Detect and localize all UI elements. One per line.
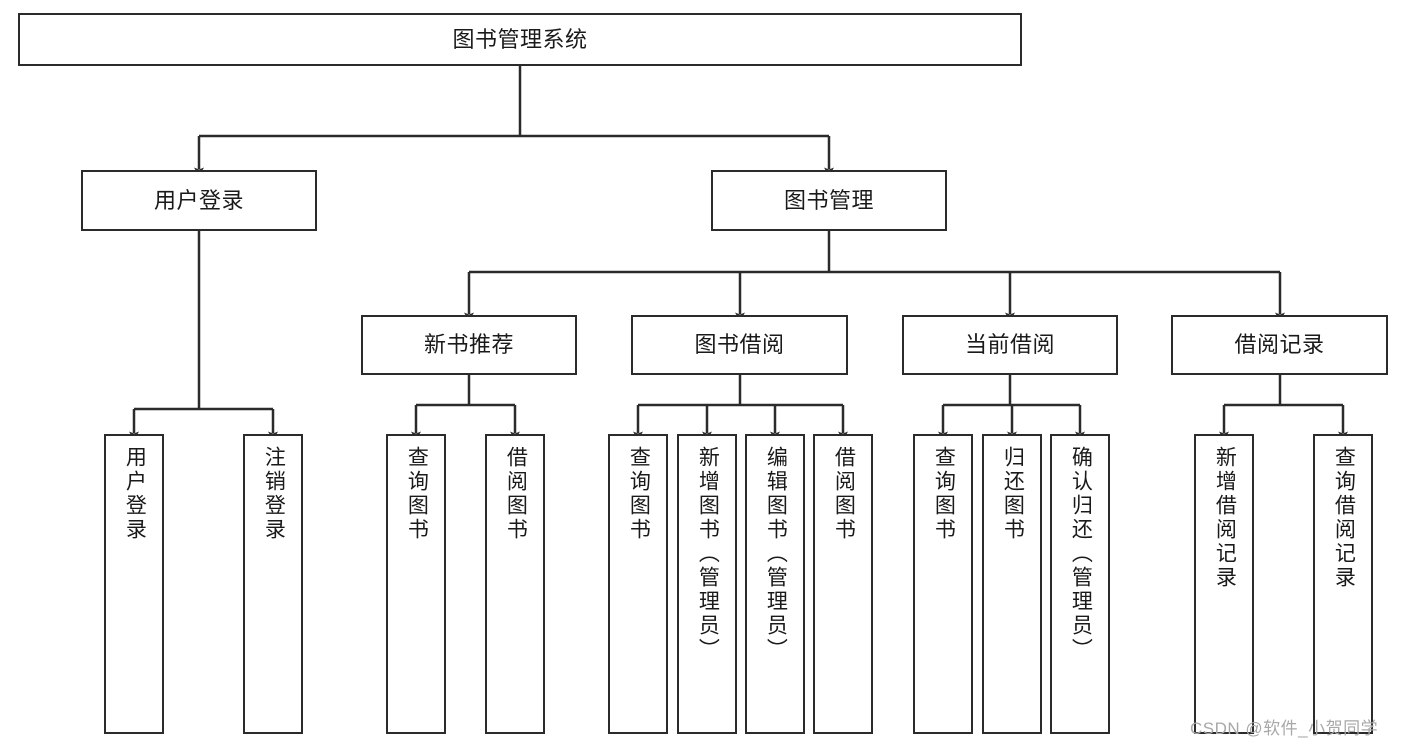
node-box-leaf-borrow-1[interactable]: 查询图书 <box>608 434 668 734</box>
node-label-leaf-borrow-4: 借阅图书 <box>832 446 856 542</box>
node-box-leaf-borrow-2[interactable]: 新增图书（管理员） <box>677 434 737 734</box>
node-label-leaf-new-1: 查询图书 <box>405 446 429 542</box>
edge-group <box>129 66 1348 441</box>
node-box-l2b[interactable]: 图书借阅 <box>631 315 848 375</box>
node-box-leaf-login-2[interactable]: 注销登录 <box>243 434 303 734</box>
node-label-l2c: 当前借阅 <box>964 332 1055 358</box>
node-label-leaf-borrow-3: 编辑图书（管理员） <box>764 446 788 662</box>
node-label-leaf-record-1: 新增借阅记录 <box>1213 446 1237 590</box>
node-box-leaf-borrow-3[interactable]: 编辑图书（管理员） <box>745 434 805 734</box>
node-box-leaf-current-2[interactable]: 归还图书 <box>982 434 1042 734</box>
node-box-leaf-record-2[interactable]: 查询借阅记录 <box>1313 434 1373 734</box>
node-label-l1b: 图书管理 <box>783 187 874 213</box>
node-box-leaf-record-1[interactable]: 新增借阅记录 <box>1194 434 1254 734</box>
node-label-leaf-new-2: 借阅图书 <box>504 446 528 542</box>
node-box-leaf-current-3[interactable]: 确认归还（管理员） <box>1050 434 1110 734</box>
node-box-leaf-new-1[interactable]: 查询图书 <box>386 434 446 734</box>
node-box-l2d[interactable]: 借阅记录 <box>1171 315 1388 375</box>
node-box-l1a[interactable]: 用户登录 <box>81 170 317 231</box>
node-box-leaf-current-1[interactable]: 查询图书 <box>913 434 973 734</box>
node-box-leaf-login-1[interactable]: 用户登录 <box>104 434 164 734</box>
node-label-root: 图书管理系统 <box>452 26 588 52</box>
node-label-l2a: 新书推荐 <box>423 332 514 358</box>
node-label-leaf-current-2: 归还图书 <box>1001 446 1025 542</box>
node-label-leaf-borrow-2: 新增图书（管理员） <box>696 446 720 662</box>
node-label-leaf-login-1: 用户登录 <box>123 446 147 542</box>
node-label-leaf-current-1: 查询图书 <box>932 446 956 542</box>
node-label-l2d: 借阅记录 <box>1234 332 1325 358</box>
node-box-leaf-new-2[interactable]: 借阅图书 <box>485 434 545 734</box>
node-label-leaf-current-3: 确认归还（管理员） <box>1069 446 1093 662</box>
node-box-l2c[interactable]: 当前借阅 <box>902 315 1118 375</box>
node-label-leaf-record-2: 查询借阅记录 <box>1332 446 1356 590</box>
node-box-l2a[interactable]: 新书推荐 <box>361 315 577 375</box>
node-box-l1b[interactable]: 图书管理 <box>711 170 947 231</box>
node-label-leaf-login-2: 注销登录 <box>262 446 286 542</box>
node-label-leaf-borrow-1: 查询图书 <box>627 446 651 542</box>
node-box-root[interactable]: 图书管理系统 <box>18 13 1022 66</box>
node-label-l1a: 用户登录 <box>153 187 244 213</box>
node-label-l2b: 图书借阅 <box>694 332 785 358</box>
watermark-text: CSDN @软件_小贺同学 <box>1190 719 1379 738</box>
node-box-leaf-borrow-4[interactable]: 借阅图书 <box>813 434 873 734</box>
